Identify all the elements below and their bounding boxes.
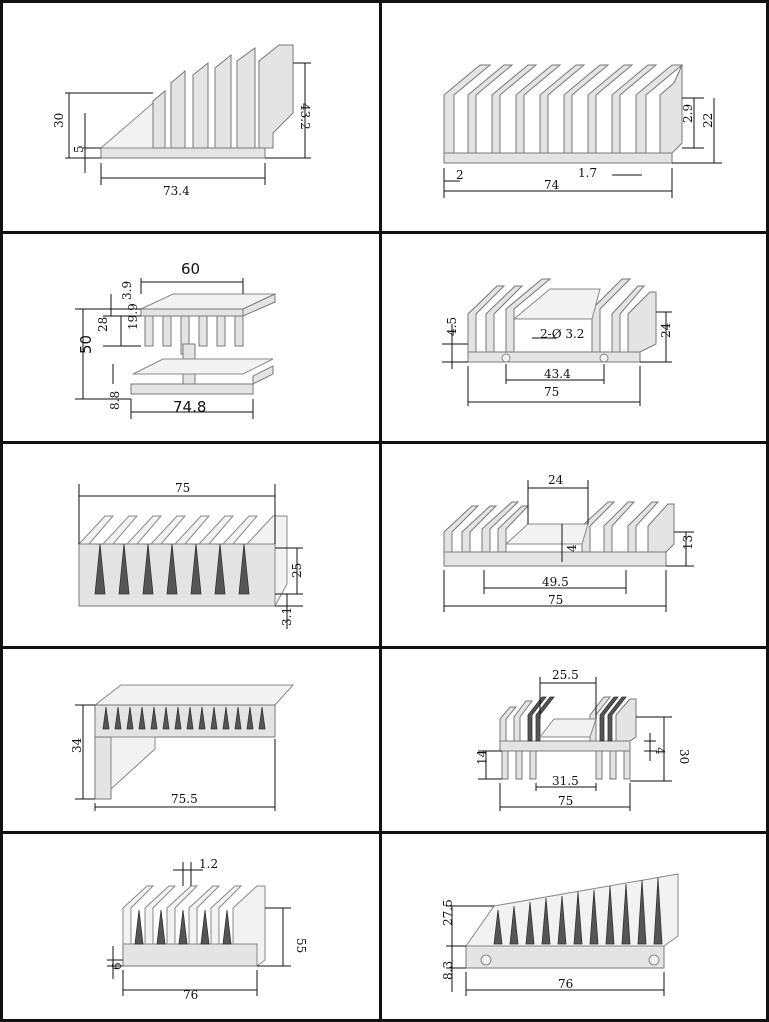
panel-heatsink-6: 24 4 13 49.5 75: [379, 441, 769, 649]
dim-14: 14: [475, 749, 489, 765]
dim-75: 75: [558, 794, 573, 808]
dim-22: 22: [701, 113, 715, 128]
panel-heatsink-4: 4.5 2-Ø 3.2 24 43.4 75: [379, 231, 769, 444]
heatsink-9-drawing: 1.2 55 6 76: [107, 857, 308, 1002]
heatsink-10-drawing: 27.5 8.3 76: [441, 873, 679, 996]
panel-heatsink-5: 75 25 3.1: [0, 441, 382, 649]
dim-76: 76: [558, 977, 573, 991]
dim-28: 28: [96, 317, 110, 332]
dim-25-5: 25.5: [552, 668, 579, 682]
dim-31-5: 31.5: [552, 774, 579, 788]
heatsink-4-drawing: 4.5 2-Ø 3.2 24 43.4 75: [442, 278, 673, 406]
dim-4: 4: [653, 747, 667, 755]
dim-3-9: 3.9: [120, 281, 134, 300]
heatsink-6-fins: [443, 501, 675, 553]
heatsink-1-drawing: 30 5 43.2 73.4: [52, 44, 312, 198]
panel-heatsink-8: 25.5 30 4 14 31.5 75: [379, 646, 769, 834]
dim-43-2: 43.2: [298, 103, 312, 130]
dim-43-4: 43.4: [544, 367, 571, 381]
heatsink-6-drawing: 24 4 13 49.5 75: [443, 473, 695, 612]
dim-30: 30: [677, 749, 691, 764]
heatsink-2-fins: [443, 64, 684, 154]
dim-73-4: 73.4: [163, 184, 190, 198]
heatsink-7-fins: [102, 706, 266, 730]
dim-24: 24: [659, 322, 673, 338]
dim-74: 74: [544, 178, 560, 192]
dim-13: 13: [681, 535, 695, 550]
heatsink-2-drawing: 2.9 22 2 1.7 74: [443, 64, 722, 198]
panel-heatsink-7: 34 75.5: [0, 646, 382, 834]
dim-27-5: 27.5: [441, 899, 455, 926]
dim-5: 5: [72, 145, 86, 153]
panel-heatsink-2: 2.9 22 2 1.7 74: [379, 0, 769, 234]
dim-60: 60: [181, 260, 200, 278]
dim-hole-diameter: 2-Ø 3.2: [540, 327, 584, 341]
heatsink-9-fins: [122, 885, 266, 967]
dim-1-2: 1.2: [199, 857, 218, 871]
panel-heatsink-10: 27.5 8.3 76: [379, 831, 769, 1022]
panel-heatsink-3: 60 3.9 28 19.9 50 8.8 74.8: [0, 231, 382, 444]
heatsink-1-fins: [152, 44, 294, 149]
dim-24: 24: [548, 473, 564, 487]
dim-6: 6: [110, 962, 124, 970]
dim-2-9: 2.9: [681, 104, 695, 123]
heatsink-5-fins: [77, 515, 288, 607]
panel-heatsink-9: 1.2 55 6 76: [0, 831, 382, 1022]
dim-8-3: 8.3: [441, 961, 455, 980]
dim-49-5: 49.5: [542, 575, 569, 589]
dim-2: 2: [456, 168, 464, 182]
heatsink-7-drawing: 34 75.5: [70, 684, 295, 811]
dim-75: 75: [544, 385, 559, 399]
heatsink-3-drawing: 60 3.9 28 19.9 50 8.8 74.8: [75, 260, 276, 419]
dim-19-9: 19.9: [126, 303, 140, 330]
dim-4-5: 4.5: [445, 317, 459, 336]
dim-74-8: 74.8: [173, 398, 206, 416]
dim-75-5: 75.5: [171, 792, 198, 806]
dim-1-7: 1.7: [578, 166, 597, 180]
dim-30: 30: [52, 113, 66, 128]
dim-25: 25: [290, 563, 304, 578]
dim-55: 55: [294, 938, 308, 953]
dim-75: 75: [548, 593, 563, 607]
heatsink-10-fins: [465, 873, 679, 947]
dim-34: 34: [70, 737, 84, 753]
heatsink-8-drawing: 25.5 30 4 14 31.5 75: [475, 668, 691, 811]
heatsink-4-fins: [467, 278, 657, 353]
dim-76: 76: [183, 988, 198, 1002]
dim-4: 4: [565, 544, 579, 552]
dim-8-8: 8.8: [108, 391, 122, 410]
dim-3-1: 3.1: [280, 607, 294, 626]
dim-75: 75: [175, 481, 190, 495]
heatsink-5-drawing: 75 25 3.1: [77, 481, 304, 629]
heatsink-8-fins: [499, 696, 637, 780]
panel-heatsink-1: 30 5 43.2 73.4: [0, 0, 382, 234]
dim-50: 50: [77, 335, 95, 354]
